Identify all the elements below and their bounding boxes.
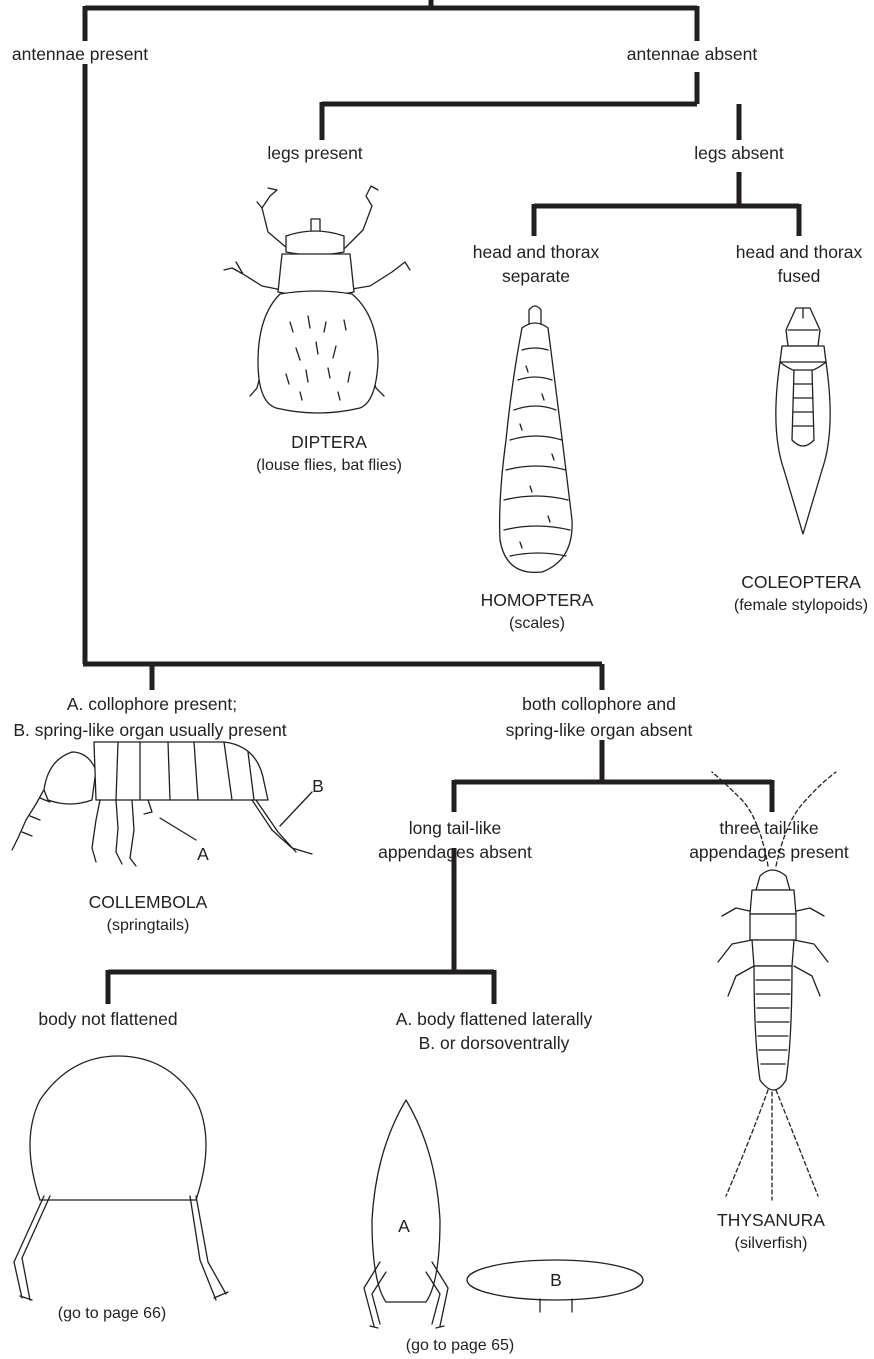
- label-flattened-2: B. or dorsoventrally: [419, 1033, 570, 1053]
- thysanura-name: THYSANURA: [717, 1210, 825, 1230]
- flattened-bodies-illustration: [364, 1100, 643, 1328]
- coleoptera-common-name: (female stylopoids): [734, 597, 868, 614]
- homoptera-name: HOMOPTERA: [481, 590, 594, 610]
- connector-collophore-absent: [454, 740, 772, 812]
- label-body-not-flattened: body not flattened: [38, 1009, 177, 1029]
- label-head-thorax-separate-1: head and thorax: [473, 242, 600, 262]
- collembola-name: COLLEMBOLA: [89, 892, 208, 912]
- diptera-illustration: [224, 186, 410, 413]
- connector-antennae-absent: [322, 72, 739, 140]
- label-head-thorax-separate-2: separate: [502, 266, 570, 286]
- label-tail-present-1: three tail-like: [719, 818, 818, 838]
- collembola-callout-a: A: [197, 844, 209, 864]
- collembola-illustration: [12, 742, 312, 866]
- round-body-illustration: [14, 1056, 228, 1300]
- connector-legs-absent: [534, 172, 799, 236]
- label-collophore-present-2: B. spring-like organ usually present: [13, 720, 286, 740]
- goto-page-66: (go to page 66): [58, 1305, 167, 1322]
- label-head-thorax-fused-2: fused: [778, 266, 821, 286]
- label-tail-absent-1: long tail-like: [409, 818, 501, 838]
- label-legs-absent: legs absent: [694, 143, 784, 163]
- collembola-callout-b: B: [312, 776, 324, 796]
- connector-root: [85, 0, 697, 41]
- label-flattened-1: A. body flattened laterally: [396, 1009, 593, 1029]
- homoptera-common-name: (scales): [509, 615, 565, 632]
- goto-page-65: (go to page 65): [406, 1337, 515, 1354]
- collembola-common-name: (springtails): [107, 917, 190, 934]
- flattened-callout-b: B: [550, 1270, 562, 1290]
- label-antennae-absent: antennae absent: [627, 44, 758, 64]
- label-collophore-absent-2: spring-like organ absent: [506, 720, 693, 740]
- thysanura-common-name: (silverfish): [735, 1235, 808, 1252]
- diptera-name: DIPTERA: [291, 432, 367, 452]
- homoptera-illustration: [500, 306, 573, 572]
- diptera-common-name: (louse flies, bat flies): [256, 457, 402, 474]
- label-tail-present-2: appendages present: [689, 842, 849, 862]
- flattened-callout-a: A: [398, 1216, 410, 1236]
- label-legs-present: legs present: [267, 143, 362, 163]
- coleoptera-illustration: [776, 308, 830, 534]
- label-collophore-absent-1: both collophore and: [522, 694, 676, 714]
- label-tail-absent-2: appendages absent: [378, 842, 532, 862]
- label-collophore-present-1: A. collophore present;: [67, 694, 237, 714]
- label-antennae-present: antennae present: [12, 44, 148, 64]
- label-head-thorax-fused-1: head and thorax: [736, 242, 863, 262]
- coleoptera-name: COLEOPTERA: [741, 572, 861, 592]
